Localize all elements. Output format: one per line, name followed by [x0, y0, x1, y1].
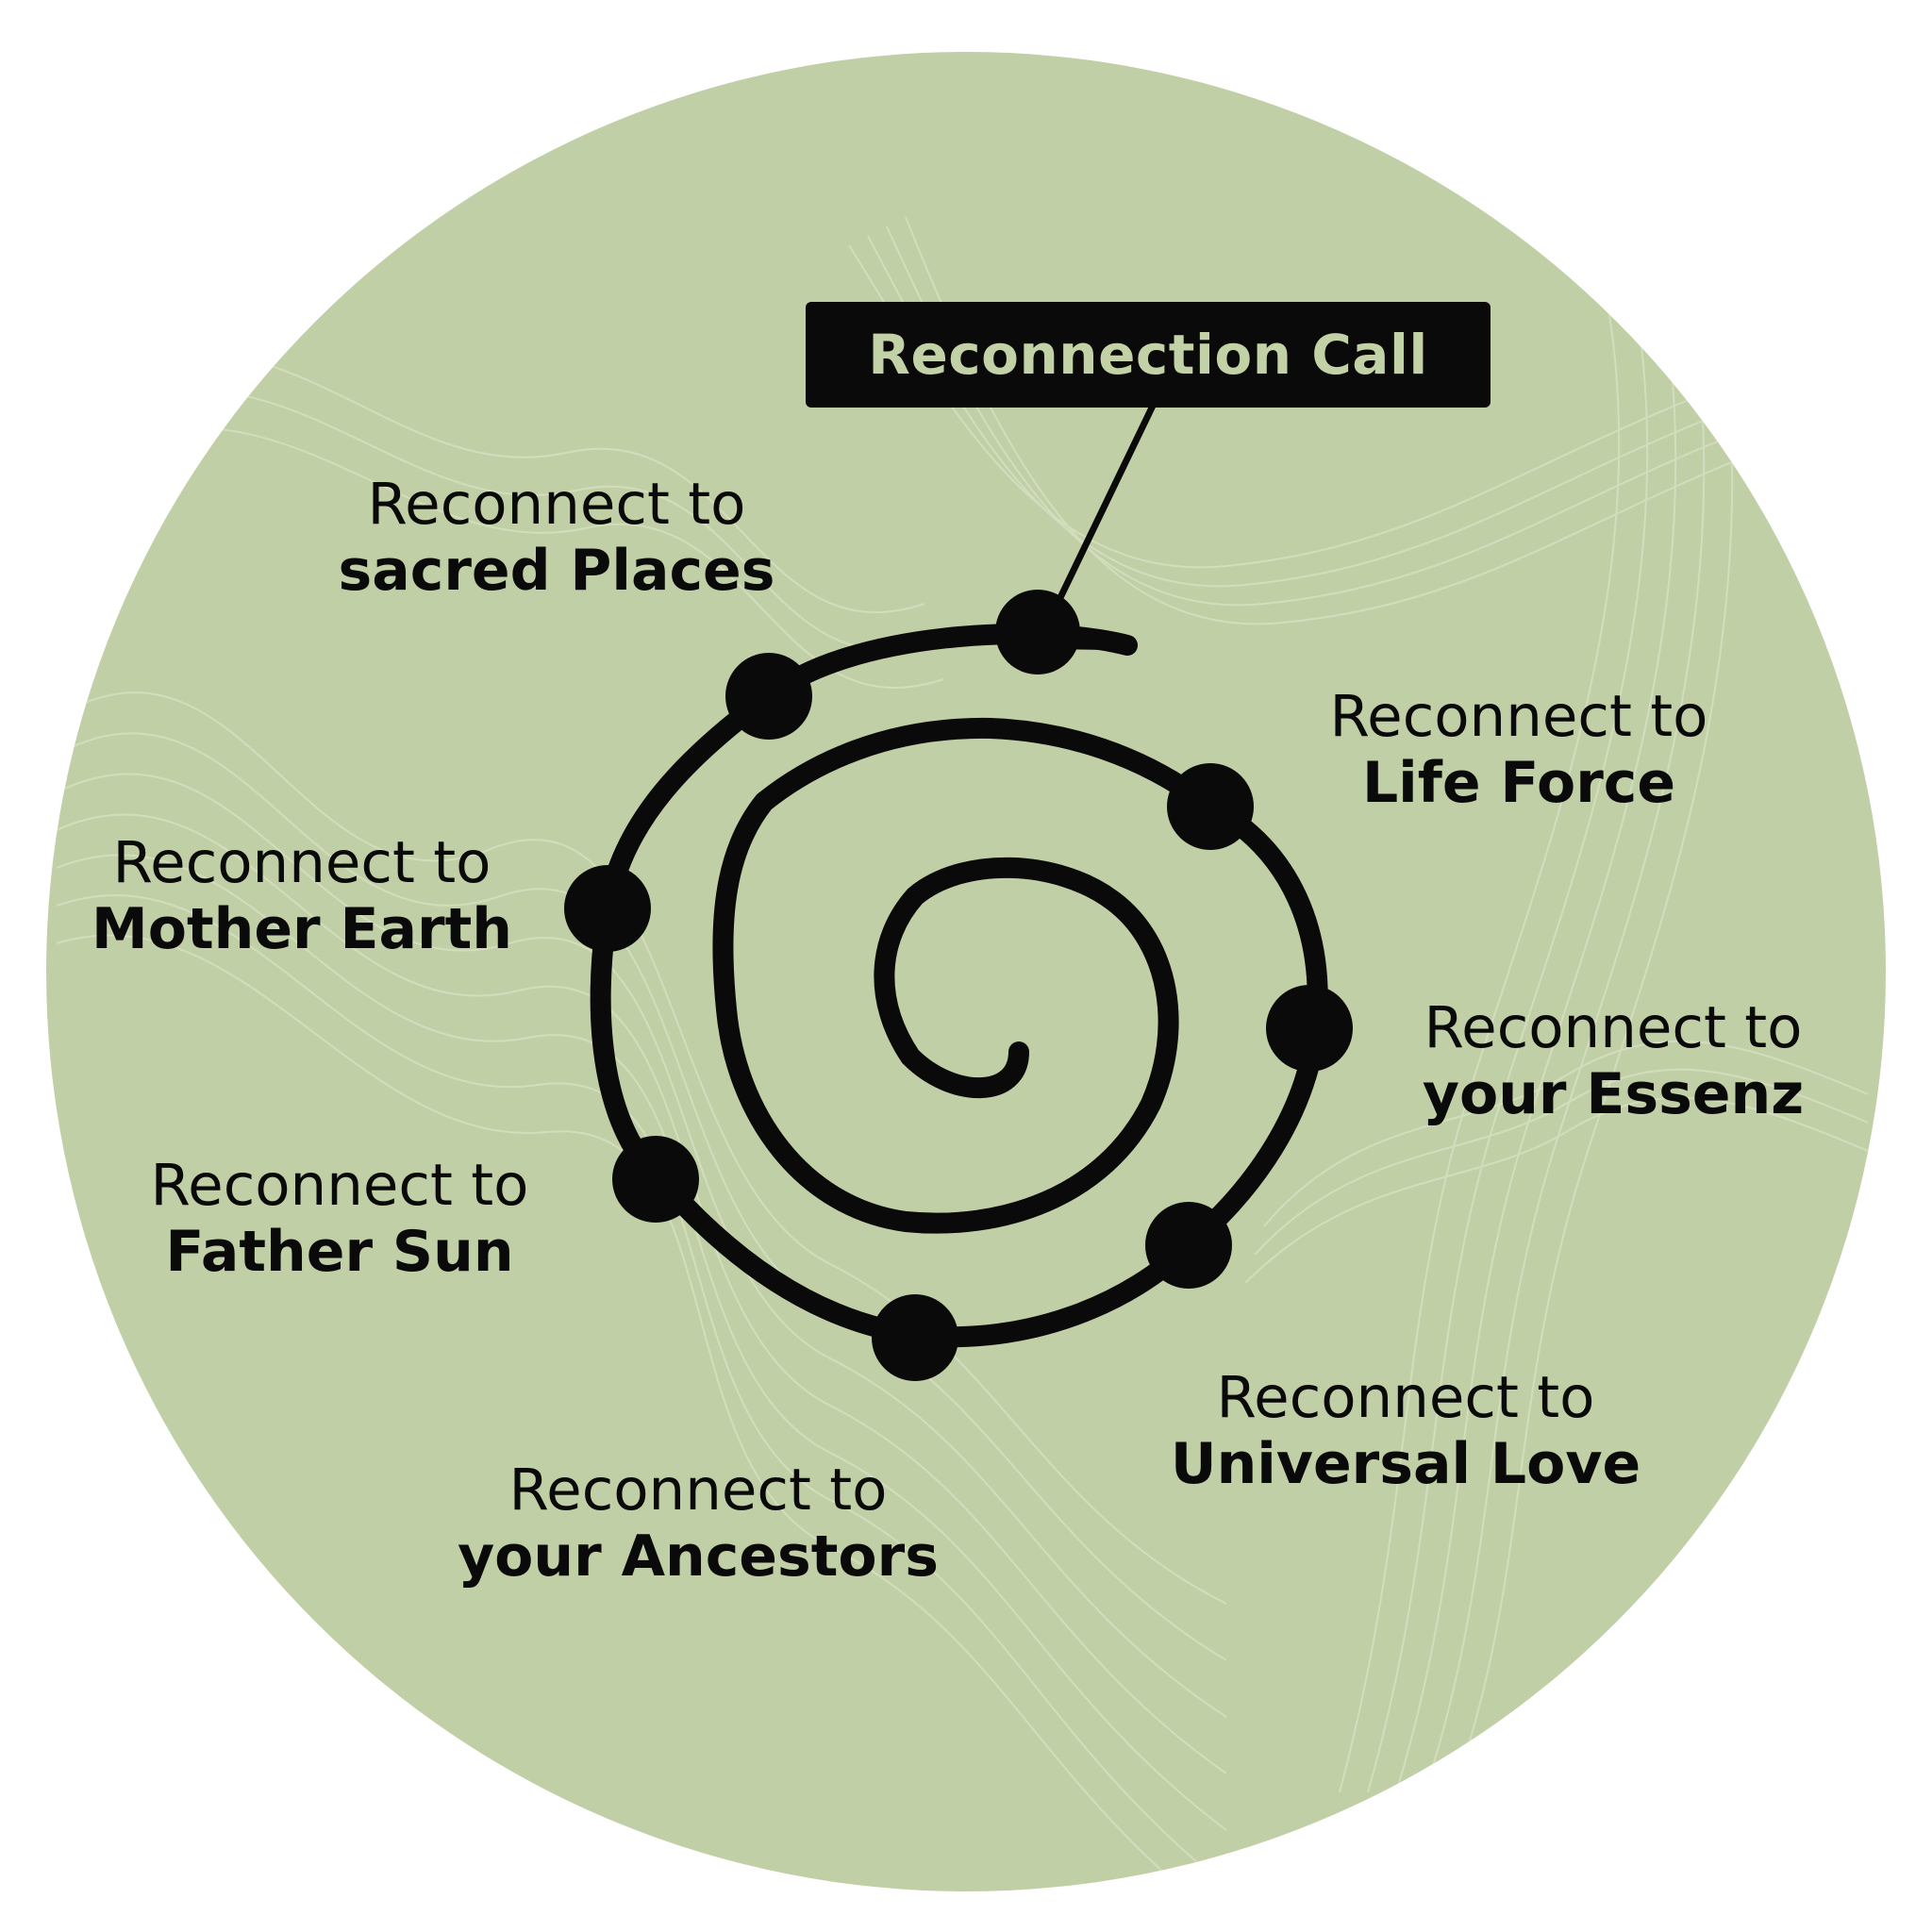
label-prefix: Reconnect to [1424, 994, 1803, 1061]
label-prefix: Reconnect to [112, 829, 491, 896]
label-sacred-places: Reconnect to sacred Places [292, 471, 821, 605]
label-target: your Ancestors [458, 1524, 939, 1590]
label-your-essenz: Reconnect to your Essenz [1368, 994, 1858, 1128]
spiral-node-life-force [1167, 763, 1254, 850]
label-target: Life Force [1361, 750, 1676, 816]
label-universal-love: Reconnect to Universal Love [1141, 1364, 1670, 1498]
label-mother-earth: Reconnect to Mother Earth [66, 829, 538, 963]
spiral-node-sacred-places [725, 653, 812, 740]
label-target: Universal Love [1170, 1431, 1641, 1497]
spiral-node-your-essenz [1266, 985, 1353, 1072]
connector-line [1051, 402, 1157, 613]
spiral-node-your-ancestors [872, 1294, 958, 1381]
spiral-node-universal-love [1145, 1202, 1232, 1289]
label-prefix: Reconnect to [150, 1152, 529, 1219]
label-target: sacred Places [338, 538, 775, 604]
title-text: Reconnection Call [868, 323, 1428, 387]
label-prefix: Reconnect to [1329, 683, 1708, 750]
label-your-ancestors: Reconnect to your Ancestors [425, 1457, 972, 1591]
spiral-node-reconnection-call [995, 590, 1080, 675]
spiral-node-mother-earth [564, 865, 651, 952]
label-father-sun: Reconnect to Father Sun [104, 1152, 575, 1286]
label-target: Father Sun [165, 1219, 514, 1285]
label-target: Mother Earth [92, 896, 512, 962]
spiral-path [590, 624, 1328, 1348]
label-prefix: Reconnect to [1216, 1364, 1595, 1431]
background-circle [46, 52, 1886, 1891]
label-target: your Essenz [1422, 1061, 1805, 1127]
spiral-node-father-sun [612, 1136, 699, 1223]
title-box: Reconnection Call [806, 302, 1491, 408]
label-prefix: Reconnect to [367, 471, 746, 538]
label-life-force: Reconnect to Life Force [1283, 683, 1755, 817]
label-prefix: Reconnect to [508, 1457, 888, 1524]
